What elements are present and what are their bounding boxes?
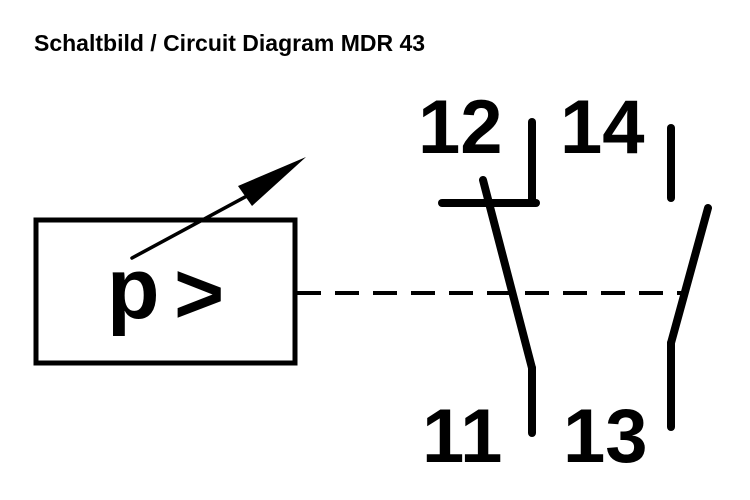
terminal-label-11: 11 xyxy=(422,394,502,479)
adjustment-arrow-shaft xyxy=(130,188,260,260)
contact-11-12-blade xyxy=(479,176,536,372)
terminal-label-14: 14 xyxy=(560,85,645,170)
pressure-symbol-p: p xyxy=(107,241,160,337)
pressure-symbol-greater-than: > xyxy=(174,246,224,342)
terminal-label-13: 13 xyxy=(563,394,648,479)
diagram-title: Schaltbild / Circuit Diagram MDR 43 xyxy=(34,30,426,56)
contact-13-14-blade xyxy=(667,204,712,347)
adjustment-arrow-head xyxy=(238,157,306,206)
pressure-sensor-box xyxy=(33,217,298,366)
terminal-label-12: 12 xyxy=(418,85,503,170)
